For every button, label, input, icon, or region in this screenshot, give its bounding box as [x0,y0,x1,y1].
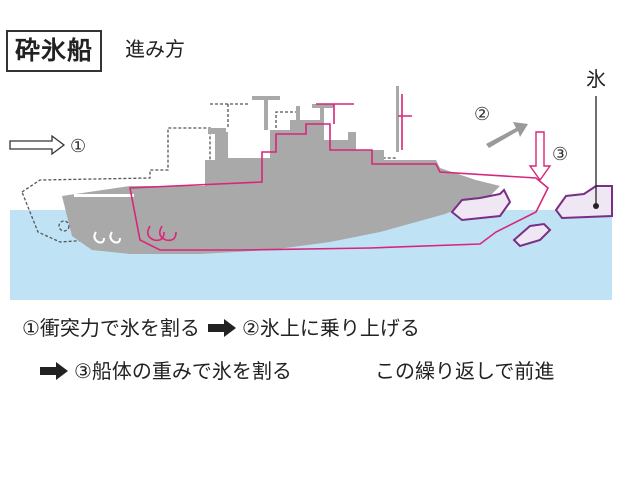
caption-step2: ②氷上に乗り上げる [241,316,420,340]
ship-pink-outline [129,94,549,251]
step3-label: ③ [552,144,568,165]
caption-step1: ①衝突力で氷を割る [22,316,200,340]
step3-arrow-icon [528,131,552,182]
ice-pointer-dot [593,203,599,209]
step2-label: ② [474,104,490,125]
caption-step3: ③船体の重みで氷を割る [74,359,292,383]
diagram-title: 砕氷船 [6,30,103,72]
caption-line-1: ①衝突力で氷を割る ②氷上に乗り上げる [22,315,420,341]
right-arrow-icon [207,319,236,337]
caption-repeat: この繰り返しで前進 [375,359,555,383]
ice-floe-left [450,188,512,222]
caption-line-2: ③船体の重みで氷を割る [22,358,292,384]
step1-arrow-icon [9,134,66,156]
step1-label: ① [70,136,86,157]
ice-label: 氷 [586,67,606,91]
ship-gray [62,86,500,254]
diagram-subtitle: 進み方 [125,37,185,61]
ice-sheet-right [554,185,613,220]
step2-arrow-icon [486,122,528,148]
ice-floe-small [512,222,552,248]
right-arrow-icon [40,362,68,380]
